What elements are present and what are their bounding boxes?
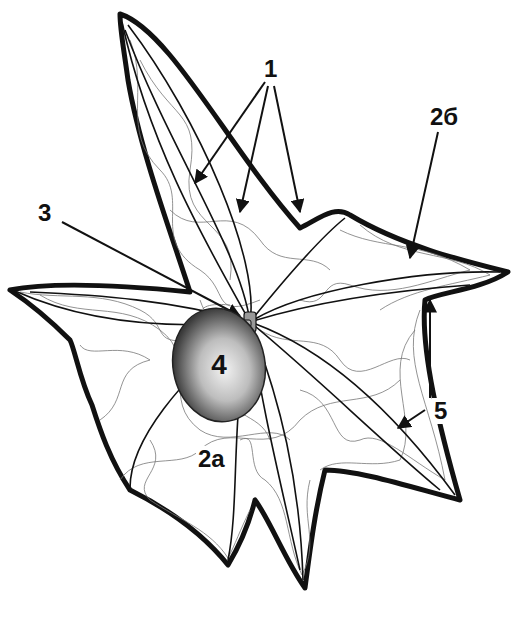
filament-network	[20, 40, 490, 575]
callout-number: 5	[432, 398, 449, 424]
callout-number: 4	[167, 306, 271, 424]
microtubules	[15, 22, 500, 580]
callout-number: 2б	[428, 104, 460, 130]
cell-membrane	[10, 14, 508, 588]
nucleus: 4	[167, 306, 271, 424]
callout-number: 2а	[196, 446, 227, 472]
callout-number: 3	[36, 200, 53, 226]
callout-number: 1	[262, 56, 279, 82]
